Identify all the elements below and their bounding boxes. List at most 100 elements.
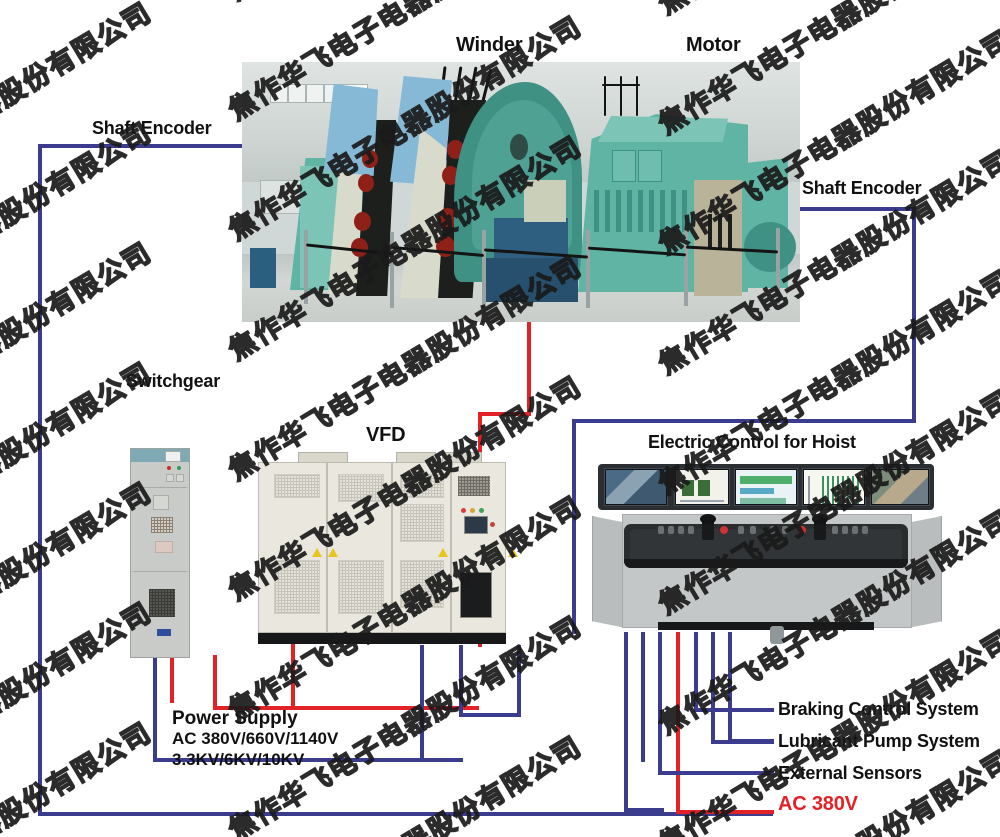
label-switchgear: Switchgear (126, 371, 221, 391)
watermark-text: 焦作华飞电子电器股份有限公司 (0, 0, 158, 233)
console-pushbutton[interactable] (842, 526, 848, 534)
photo-motor-shaft-guard (744, 222, 796, 272)
console-side-wing-right (908, 516, 942, 628)
vfd-door-seam (391, 462, 393, 633)
console-emergency-stop-left[interactable] (720, 526, 728, 534)
wire-sensors-leader (658, 771, 774, 775)
vfd-air-inlet (400, 504, 444, 542)
vfd-status-led-green (479, 508, 484, 513)
mimic-block (698, 480, 710, 496)
watermark-text: 焦作华飞电子电器股份有限公司 (0, 0, 158, 113)
wire-switchgear-out-red (213, 655, 217, 710)
photo-cabinet-cable (708, 214, 712, 248)
vfd-power-button[interactable] (490, 522, 495, 527)
photo-brake-caliper (362, 150, 378, 168)
photo-scaffold-rail (602, 84, 640, 86)
vfd-status-led-amber (470, 508, 475, 513)
wire-braking-leader (694, 708, 774, 712)
label-winder: Winder (456, 34, 523, 56)
power-supply-title: Power Supply (172, 708, 298, 729)
console-joystick-grip-right[interactable] (812, 514, 828, 524)
console-desk-surface (629, 529, 903, 563)
wire-console-power-in (676, 632, 680, 814)
label-lubricant-pump-system: Lubricant Pump System (778, 731, 980, 751)
console-monitor-scada[interactable] (674, 468, 730, 506)
switchgear-button[interactable] (166, 474, 174, 482)
wire-vfd-signal-b (459, 645, 463, 717)
console-monitor-process[interactable] (734, 468, 798, 506)
photo-drum-hub (510, 134, 528, 160)
wire-motor-power-across (478, 412, 531, 416)
photo-scaffold-rail (620, 76, 622, 116)
process-bar (740, 476, 792, 484)
vfd-hmi-touchscreen[interactable] (464, 516, 488, 534)
switchgear-indicator-green (177, 466, 181, 470)
console-joystick-grip-left[interactable] (700, 514, 716, 524)
wire-console-out-4 (694, 632, 698, 680)
vfd-lower-access-door[interactable] (460, 572, 492, 618)
vfd-air-inlet (400, 474, 444, 498)
console-desk-front-lip (624, 559, 908, 568)
console-monitor-cctv-left[interactable] (604, 468, 668, 506)
wire-console-out-6-across (728, 739, 774, 743)
vfd-door-seam (450, 462, 452, 633)
photo-motor-fins (594, 190, 690, 232)
photo-motor-door (638, 150, 662, 182)
console-emergency-stop-right[interactable] (798, 526, 806, 534)
vfd-plinth (258, 633, 506, 644)
vfd-warning-label (508, 548, 518, 557)
console-pedestal-foot (770, 626, 784, 644)
console-pushbutton[interactable] (678, 526, 684, 534)
switchgear-panel-seam (133, 487, 187, 488)
console-pushbutton[interactable] (832, 526, 838, 534)
vfd-air-outlet (274, 560, 320, 614)
wire-console-out-5 (711, 632, 715, 704)
watermark-text: 焦作华飞电子电器股份有限公司 (650, 739, 1000, 837)
console-selector-switch[interactable] (738, 526, 744, 534)
console-pushbutton[interactable] (688, 526, 694, 534)
hoist-control-console (592, 460, 942, 644)
wire-power-supply-bus (213, 706, 479, 710)
console-monitor-bar (598, 464, 934, 510)
photo-cabinet-cable (728, 214, 732, 248)
photo-motor-top (598, 116, 728, 142)
power-supply-voltage-line-2: 3.3KV/6KV/10KV (172, 749, 305, 769)
console-pushbutton[interactable] (852, 526, 858, 534)
wire-bottom-bus-left (38, 812, 773, 816)
monitor-scada-mimic (676, 470, 728, 504)
wire-switchgear-signal (153, 655, 157, 762)
photo-brake-caliper (354, 212, 371, 231)
vfd-air-outlet (400, 560, 444, 608)
wire-vfd-signal-a (420, 645, 424, 762)
wire-vfd-signal-c (517, 645, 521, 717)
vfd-air-outlet (338, 560, 384, 614)
photo-cabinet-cable (718, 214, 722, 248)
console-monitor-trend[interactable] (802, 468, 866, 506)
console-selector-switch[interactable] (782, 526, 788, 534)
label-motor: Motor (686, 34, 741, 56)
console-pushbutton[interactable] (658, 526, 664, 534)
console-selector-switch[interactable] (770, 526, 776, 534)
console-pushbutton[interactable] (862, 526, 868, 534)
switchgear-button[interactable] (176, 474, 184, 482)
wire-console-out-6 (728, 632, 732, 742)
label-braking-control-system: Braking Control System (778, 699, 979, 719)
photo-scaffold-rail (636, 76, 638, 116)
watermark-text: 焦作华飞电子电器股份有限公司 (650, 0, 1000, 21)
vfd-door-seam (326, 462, 328, 633)
wire-motor-power-drop (527, 320, 531, 415)
watermark-text: 焦作华飞电子电器股份有限公司 (0, 236, 158, 473)
vfd-warning-label (328, 548, 338, 557)
switchgear-label-plate (153, 495, 169, 510)
wire-ac380v-leader (676, 810, 774, 814)
photo-window (288, 84, 306, 103)
wire-braking-leader-riser (694, 676, 698, 712)
switchgear-nameplate (155, 541, 173, 553)
console-monitor-cctv-right[interactable] (870, 468, 930, 506)
mimic-block (682, 480, 694, 496)
photo-safety-post (684, 228, 688, 306)
photo-wall-panel (260, 180, 304, 214)
vfd-warning-label (312, 548, 322, 557)
console-selector-switch[interactable] (750, 526, 756, 534)
console-pushbutton[interactable] (668, 526, 674, 534)
